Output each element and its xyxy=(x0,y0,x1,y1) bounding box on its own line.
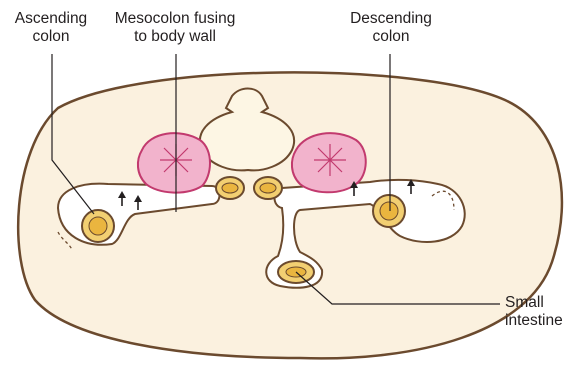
left-kidney xyxy=(138,133,210,192)
label-ascending-colon-line1: Ascending xyxy=(6,10,96,28)
label-mesocolon-line1: Mesocolon fusing xyxy=(100,10,250,28)
descending-colon-lumen xyxy=(380,202,398,220)
inferior-vena-cava-lumen xyxy=(222,183,238,193)
label-small-intestine-line2: intestine xyxy=(505,312,575,330)
label-ascending-colon: Ascending colon xyxy=(6,10,96,46)
label-small-intestine: Small intestine xyxy=(505,294,575,330)
ascending-colon-lumen xyxy=(89,217,107,235)
label-descending-colon-line1: Descending xyxy=(336,10,446,28)
label-descending-colon-line2: colon xyxy=(336,28,446,46)
aorta-lumen xyxy=(260,183,276,193)
label-mesocolon: Mesocolon fusing to body wall xyxy=(100,10,250,46)
label-ascending-colon-line2: colon xyxy=(6,28,96,46)
label-small-intestine-line1: Small xyxy=(505,294,575,312)
label-mesocolon-line2: to body wall xyxy=(100,28,250,46)
label-descending-colon: Descending colon xyxy=(336,10,446,46)
